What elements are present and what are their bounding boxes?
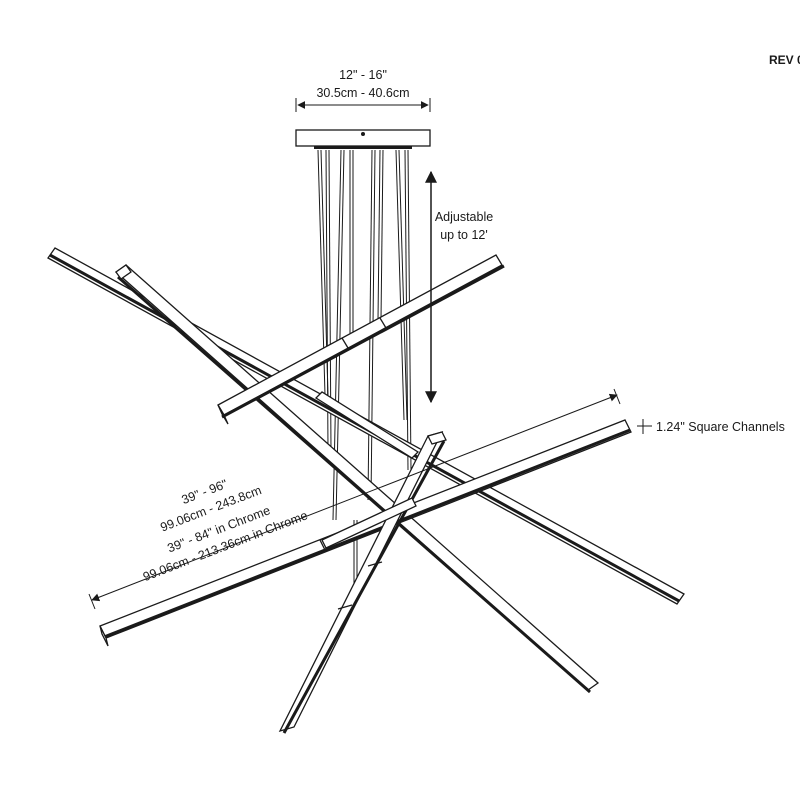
channel-size-dimension: 1.24" Square Channels bbox=[637, 419, 785, 434]
channel-bar-2 bbox=[114, 264, 600, 694]
drop-label-line1: Adjustable bbox=[435, 210, 493, 224]
canopy-width-imperial: 12" - 16" bbox=[339, 68, 387, 82]
revision-label: REV 0 bbox=[769, 53, 800, 67]
light-channels bbox=[47, 247, 685, 734]
length-dimension: 39" - 96" 99.06cm - 243.8cm 39" - 84" in… bbox=[88, 388, 621, 610]
drop-label-line2: up to 12' bbox=[440, 228, 488, 242]
canopy-width-dimension: 12" - 16" 30.5cm - 40.6cm bbox=[295, 68, 431, 112]
canopy-width-metric: 30.5cm - 40.6cm bbox=[316, 86, 409, 100]
channel-size-label: 1.24" Square Channels bbox=[656, 420, 785, 434]
drop-dimension: Adjustable up to 12' bbox=[425, 170, 493, 404]
canopy bbox=[295, 129, 431, 149]
